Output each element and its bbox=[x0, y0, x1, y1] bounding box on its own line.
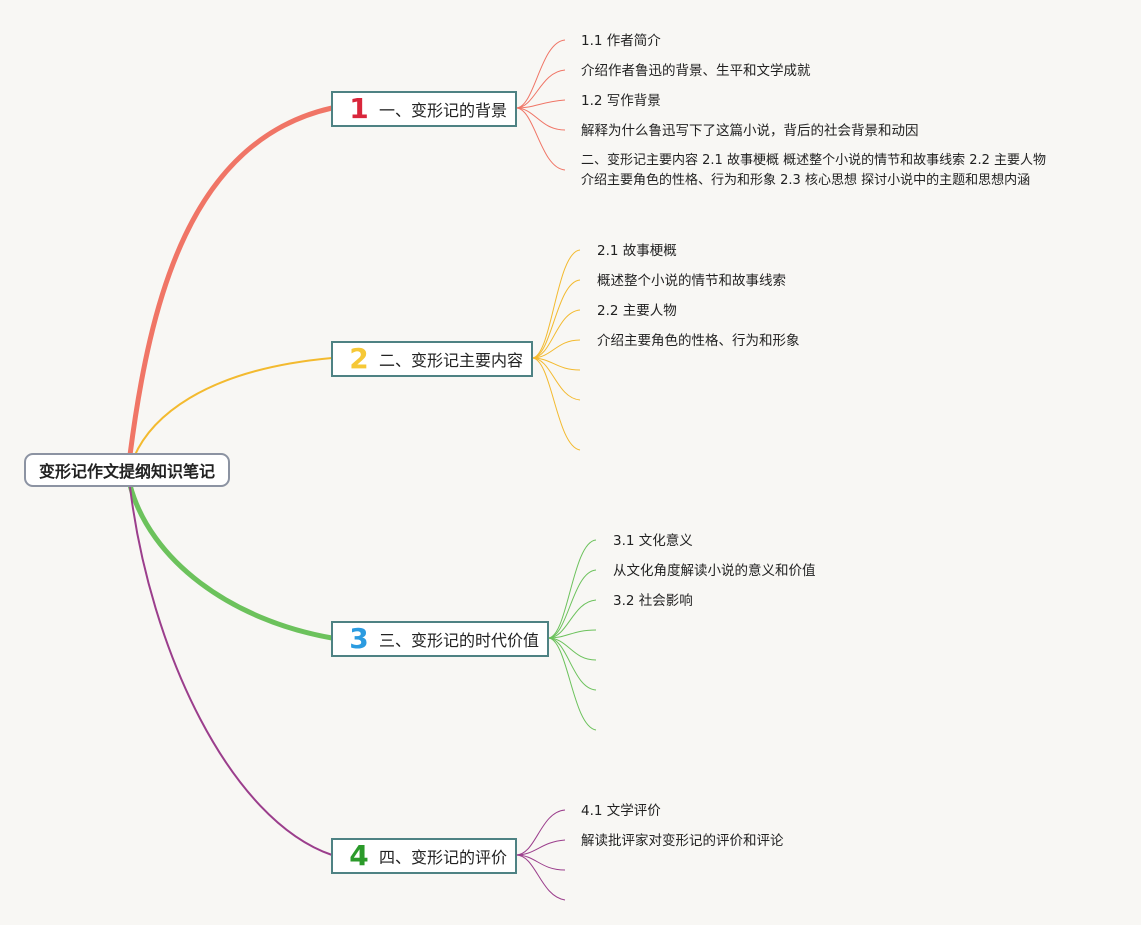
branch-1-connector bbox=[127, 105, 335, 458]
branch-topic-label: 二、变形记主要内容 bbox=[379, 351, 524, 370]
leaf-topic[interactable]: 1.1 作者简介 bbox=[581, 33, 661, 49]
leaf-topic[interactable]: 1.2 写作背景 bbox=[581, 93, 661, 109]
root-topic-label: 变形记作文提纲知识笔记 bbox=[38, 462, 215, 481]
branch-topic-1[interactable]: 1 一、变形记的背景 bbox=[331, 91, 517, 127]
leaf-topic[interactable]: 2.1 故事梗概 bbox=[597, 243, 677, 259]
leaf-topic[interactable]: 3.2 社会影响 bbox=[613, 593, 693, 609]
number-3-icon: 3 bbox=[349, 622, 369, 655]
branch-4-fan bbox=[515, 809, 566, 901]
branch-topic-2[interactable]: 2 二、变形记主要内容 bbox=[331, 341, 533, 377]
root-topic[interactable]: 变形记作文提纲知识笔记 bbox=[24, 453, 230, 487]
leaf-topic[interactable]: 概述整个小说的情节和故事线索 bbox=[597, 273, 786, 289]
leaf-topic[interactable]: 3.1 文化意义 bbox=[613, 533, 693, 549]
number-2-icon: 2 bbox=[349, 342, 369, 375]
branch-topic-label: 四、变形记的评价 bbox=[379, 848, 508, 867]
leaf-topic[interactable]: 介绍主要角色的性格、行为和形象 bbox=[597, 333, 800, 349]
branch-topic-3[interactable]: 3 三、变形记的时代价值 bbox=[331, 621, 549, 657]
leaf-topic[interactable]: 介绍作者鲁迅的背景、生平和文学成就 bbox=[581, 63, 811, 79]
branch-topic-label: 一、变形记的背景 bbox=[379, 101, 508, 120]
leaf-topic[interactable]: 二、变形记主要内容 2.1 故事梗概 概述整个小说的情节和故事线索 2.2 主要… bbox=[581, 153, 1047, 168]
branch-3-connector bbox=[127, 482, 335, 641]
leaf-topic[interactable]: 2.2 主要人物 bbox=[597, 303, 677, 319]
leaf-topic[interactable]: 解读批评家对变形记的评价和评论 bbox=[581, 833, 784, 849]
leaf-topic[interactable]: 介绍主要角色的性格、行为和形象 2.3 核心思想 探讨小说中的主题和思想内涵 bbox=[581, 173, 1031, 188]
branch-topic-4[interactable]: 4 四、变形记的评价 bbox=[331, 838, 517, 874]
number-4-icon: 4 bbox=[349, 839, 369, 872]
number-1-icon: 1 bbox=[349, 92, 369, 125]
leaf-topic[interactable]: 解释为什么鲁迅写下了这篇小说，背后的社会背景和动因 bbox=[581, 123, 919, 139]
branch-2-connector bbox=[133, 357, 333, 458]
leaf-topic[interactable]: 4.1 文学评价 bbox=[581, 803, 661, 819]
branch-3-fan bbox=[547, 539, 597, 731]
branch-4-connector bbox=[129, 486, 333, 856]
branch-2-fan bbox=[531, 249, 581, 451]
branch-1-fan bbox=[515, 39, 566, 171]
branch-topic-label: 三、变形记的时代价值 bbox=[379, 631, 540, 650]
leaf-topic[interactable]: 从文化角度解读小说的意义和价值 bbox=[613, 563, 816, 579]
